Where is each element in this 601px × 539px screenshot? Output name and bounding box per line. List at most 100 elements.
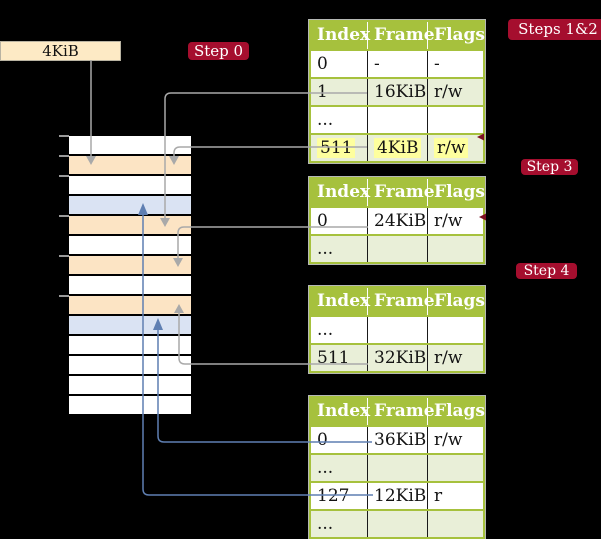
column-header: Frame [368, 179, 435, 206]
blue-arrowhead-up-icon [153, 318, 163, 330]
arrow-l4-entry511-to-4kib [173, 146, 367, 156]
table-cell [368, 236, 428, 262]
memory-frame-row-white [69, 236, 191, 256]
gray-arrowhead-down-icon [169, 156, 179, 165]
step-3-label: Step 3 [521, 159, 578, 175]
gray-arrowhead-down-icon [160, 218, 170, 227]
memory-frame-row-white [69, 336, 191, 356]
physical-memory-stack [69, 136, 191, 416]
column-header: Frame [368, 288, 435, 315]
table-cell: 0 [311, 208, 368, 234]
red-pointer-dash-icon [479, 213, 486, 221]
table-cell: r [434, 486, 443, 506]
table-cell [368, 455, 428, 481]
highlighted-value: 511 [317, 138, 356, 158]
table-row: ... [311, 234, 483, 262]
table-cell: 12KiB [368, 483, 428, 509]
column-header: Index [311, 22, 370, 49]
table-cell: 32KiB [368, 345, 428, 371]
table-cell: r/w [434, 348, 463, 368]
memory-frame-row-blue [69, 196, 191, 216]
red-pointer-dash-icon [477, 133, 484, 141]
highlighted-value: 4KiB [374, 138, 422, 158]
table-cell: ... [311, 107, 368, 133]
memory-frame-row-blue [69, 316, 191, 336]
arrow-l1-entry0-to-36kib [157, 330, 372, 443]
table-cell: 16KiB [368, 79, 428, 105]
table-cell [368, 511, 428, 537]
gray-arrowhead-up-icon [174, 304, 184, 313]
column-header: Flags [434, 291, 485, 311]
address-tick [59, 155, 69, 157]
memory-frame-row-white [69, 376, 191, 396]
page-table-translation-diagram: { "frame_label_box": { "text": "4KiB" },… [0, 19, 601, 539]
memory-frame-row-white [69, 136, 191, 156]
column-header: Index [311, 398, 370, 425]
memory-frame-row-white [69, 176, 191, 196]
column-header: Frame [368, 398, 435, 425]
table-cell: r/w [434, 82, 463, 102]
address-tick [59, 175, 69, 177]
blue-arrowhead-up-icon [138, 203, 148, 215]
table-cell: ... [311, 236, 368, 262]
table-cell: 511 [311, 345, 368, 371]
memory-frame-row-orange [69, 256, 191, 276]
table-cell: 0 [311, 427, 368, 453]
column-header: Frame [368, 22, 435, 49]
arrow-l2-entry511-to-32kib [178, 313, 368, 365]
table-cell: r/w [434, 430, 463, 450]
table-cell: 24KiB [368, 208, 428, 234]
table-cell: 511 [311, 135, 368, 161]
table-row: ... [311, 315, 483, 343]
table-cell: 36KiB [368, 427, 428, 453]
table-cell: 127 [311, 483, 368, 509]
table-cell: 0 [311, 51, 368, 77]
table-row: 0-- [311, 49, 483, 77]
arrow-l3-entry0-to-24kib [177, 226, 368, 258]
address-tick [59, 135, 69, 137]
address-tick [59, 215, 69, 217]
memory-frame-row-white [69, 356, 191, 376]
address-tick [59, 295, 69, 297]
memory-frame-row-white [69, 396, 191, 416]
table-cell: r/w [434, 211, 463, 231]
table-cell: ... [311, 317, 368, 343]
arrow-l1-entry127-to-12kib [142, 215, 373, 496]
column-header: Index [311, 179, 370, 206]
table-cell [368, 317, 428, 343]
memory-frame-row-orange [69, 216, 191, 236]
table-cell: 1 [311, 79, 368, 105]
table-cell: ... [311, 455, 368, 481]
steps-1-2-label: Steps 1&2 [508, 19, 601, 40]
arrow-overlay [86, 60, 486, 496]
column-header: Index [311, 288, 370, 315]
highlighted-value: r/w [434, 138, 469, 158]
table-cell: 4KiB [368, 135, 428, 161]
table-cell: - [368, 51, 428, 77]
arrow-l4-entry1-to-16kib [164, 92, 367, 218]
step-0-label: Step 0 [188, 42, 249, 60]
column-header: Flags [434, 25, 485, 45]
table-cell: r/w [428, 135, 481, 161]
memory-frame-row-white [69, 276, 191, 296]
table-row: ... [311, 105, 483, 133]
table-cell [368, 107, 428, 133]
table-cell: - [434, 54, 440, 74]
table-row: ... [311, 453, 483, 481]
gray-arrowhead-down-icon [86, 156, 96, 165]
address-tick [59, 255, 69, 257]
frame-size-label-box: 4KiB [0, 41, 121, 61]
column-header: Flags [434, 401, 485, 421]
